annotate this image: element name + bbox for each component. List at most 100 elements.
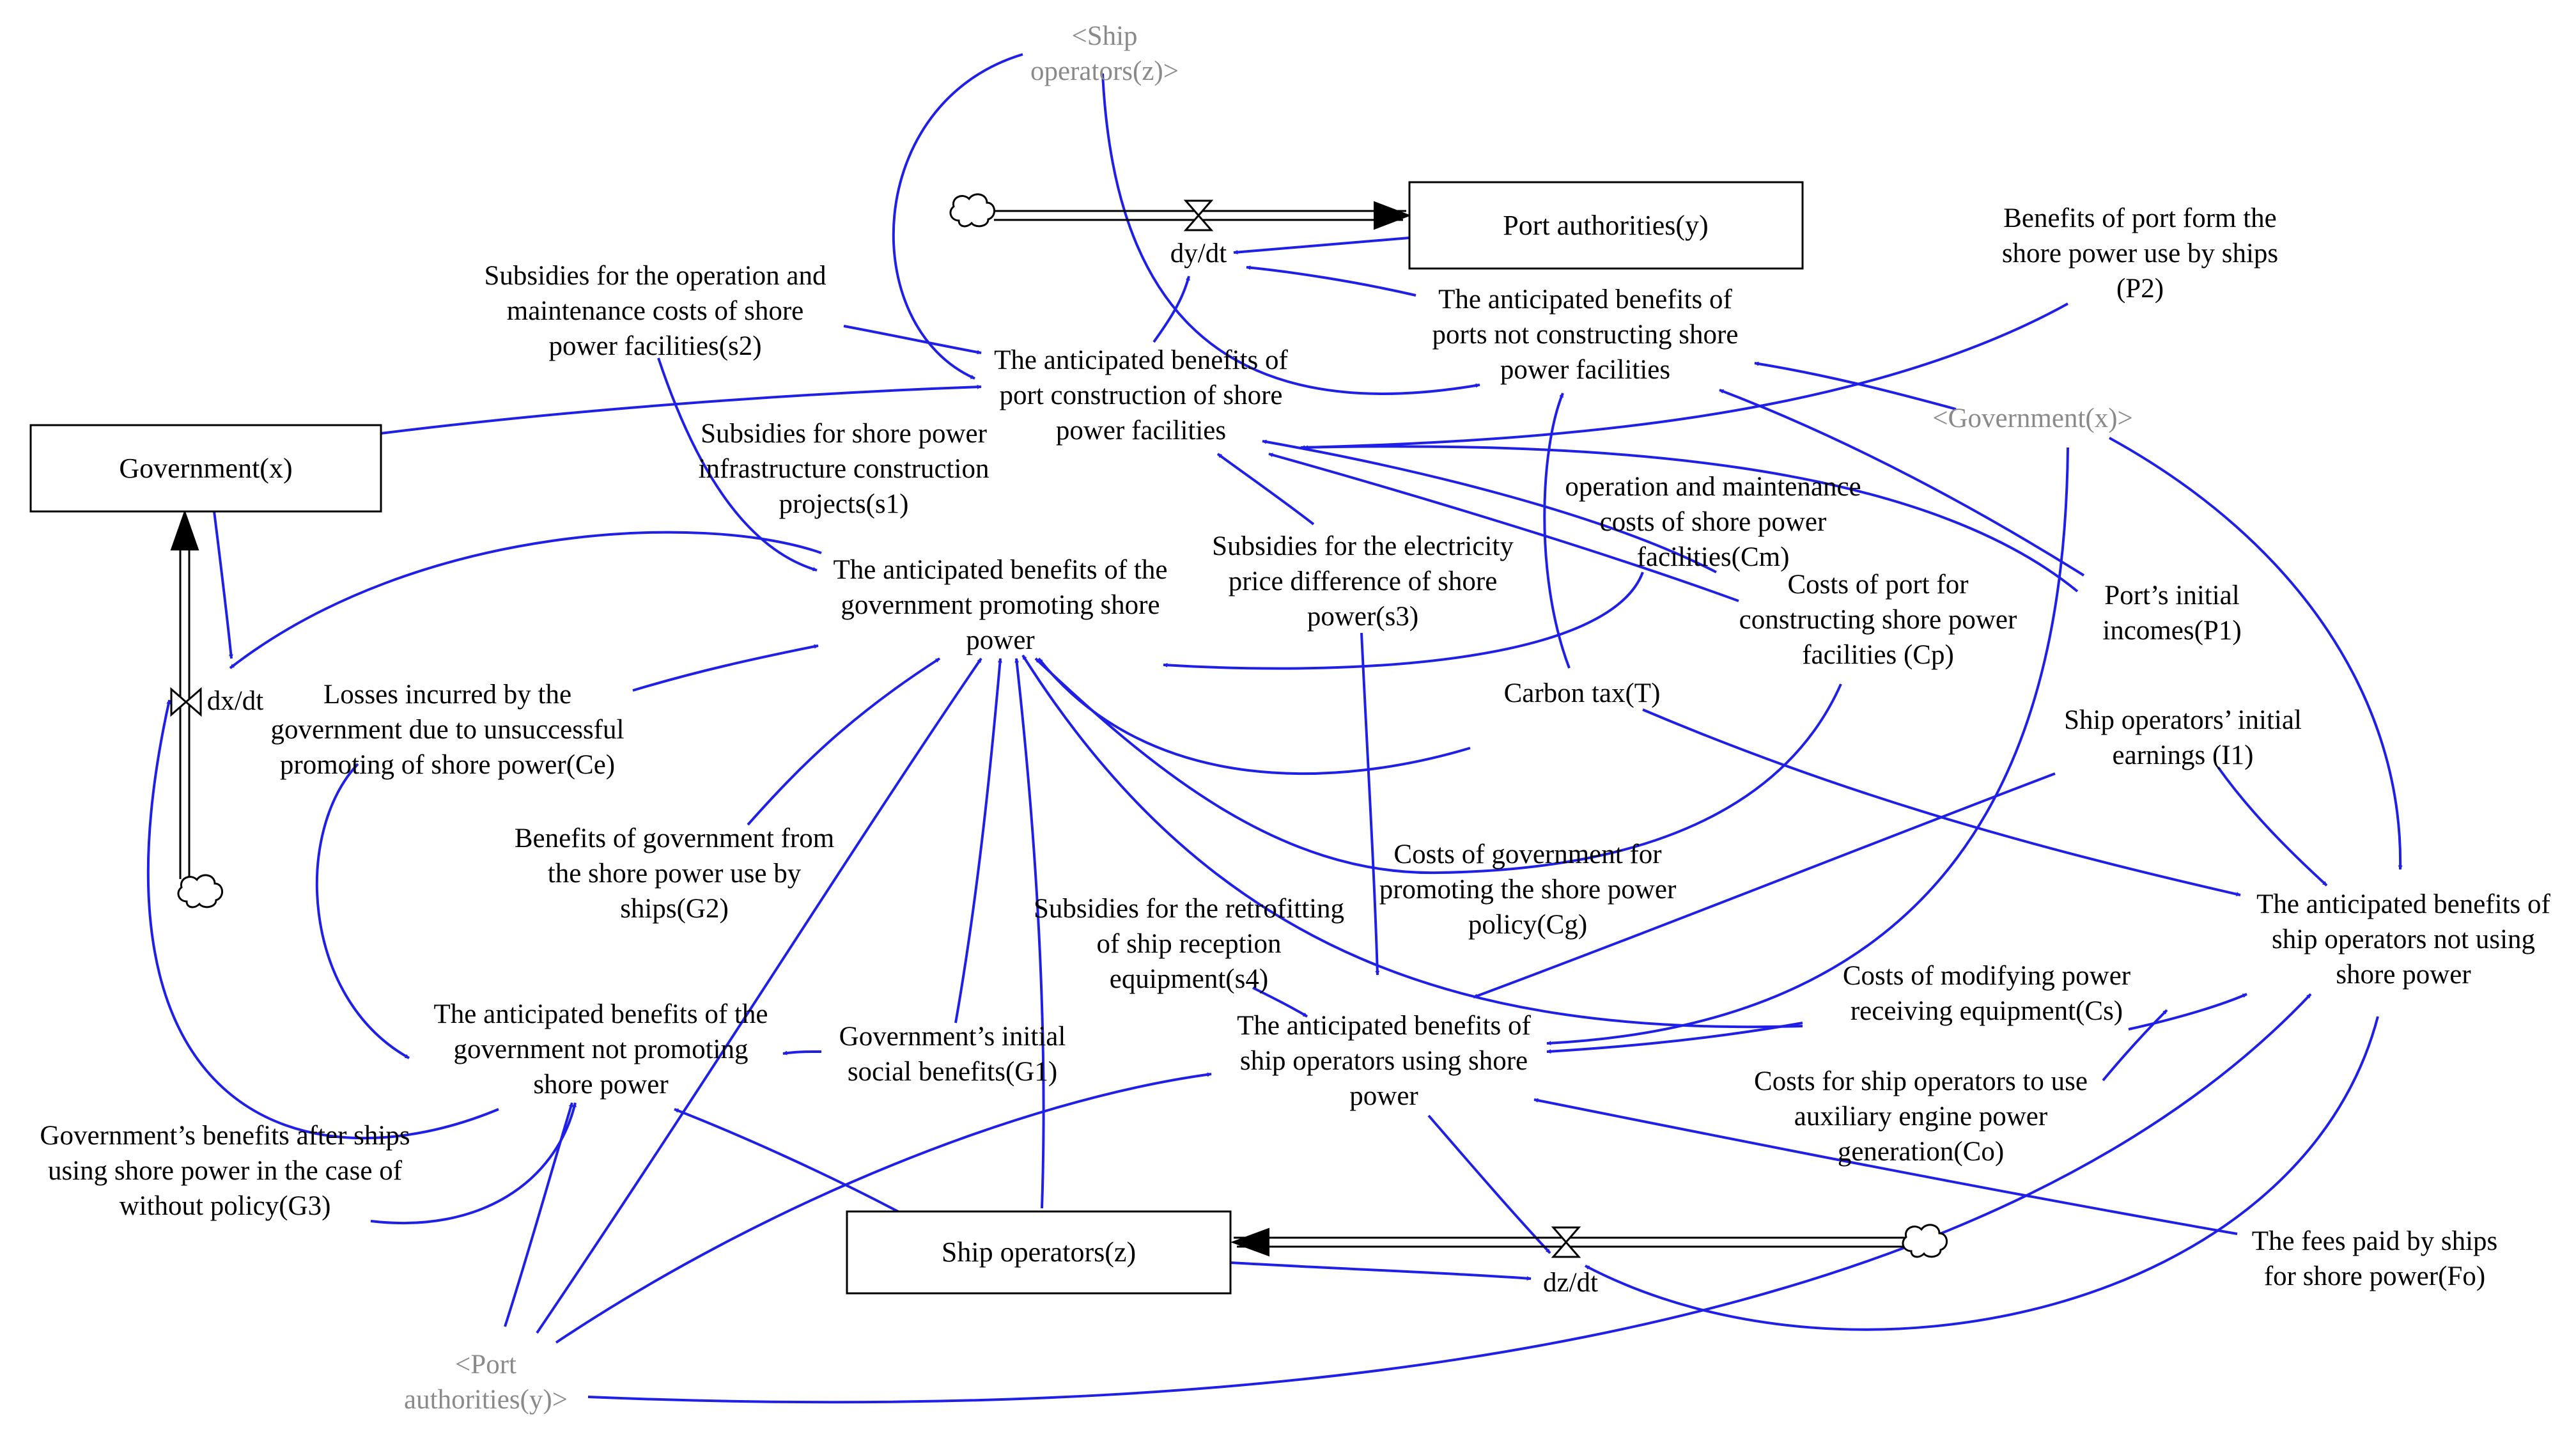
stock-government: Government(x) (29, 424, 382, 513)
var-i1-line-2: earnings (I1) (2113, 740, 2254, 770)
link-portshadow-shipuse (555, 1072, 1212, 1344)
link-gov-portbuild (380, 384, 982, 435)
link-ship-govnot (674, 1108, 899, 1213)
shadow-ship-operators: <Ship operators(z)> (1030, 21, 1179, 86)
shadow-port-authorities: <Port authorities(y)> (404, 1350, 568, 1415)
link-cs-shipuse (1546, 1022, 1803, 1054)
var-co-line-3: generation(Co) (1838, 1137, 2004, 1167)
var-i1: Ship operators’ initial earnings (I1) (2064, 705, 2302, 770)
var-fo-line-1: The fees paid by ships (2252, 1226, 2498, 1256)
flow-dx (170, 509, 223, 908)
var-gov-promote-line-3: power (966, 625, 1034, 655)
link-g1-govnot (782, 1050, 822, 1055)
var-ce-line-1: Losses incurred by the (323, 680, 571, 710)
link-cm-govpromote (1163, 572, 1644, 670)
var-cp-line-1: Costs of port for (1787, 570, 1968, 600)
link-tax-govpromote (1037, 657, 1471, 775)
link-port-dy (1233, 237, 1410, 255)
var-government-not-promoting-benefits: The anticipated benefits of the governme… (434, 999, 768, 1100)
link-shipuse-dz (1427, 1114, 1551, 1254)
shadow-government-line-1: <Government(x)> (1932, 403, 2133, 433)
link-govpromote-dx (229, 531, 822, 669)
var-gov-not-line-3: shore power (533, 1070, 668, 1100)
valve-dx (170, 687, 202, 717)
var-s1-line-3: projects(s1) (779, 489, 909, 519)
link-govnot-dx (146, 699, 499, 1140)
var-s3: Subsidies for the electricity price diff… (1212, 531, 1514, 632)
link-ce-govpromote (632, 644, 819, 692)
var-g2-line-1: Benefits of government from (515, 823, 834, 853)
valve-dy (1183, 199, 1214, 231)
link-tax-shipnot (1642, 708, 2241, 897)
var-port-build-line-2: port construction of shore (999, 380, 1282, 410)
link-i1-shipnot (2217, 766, 2328, 887)
var-tax-line-1: Carbon tax(T) (1504, 678, 1661, 708)
var-ship-using-benefits: The anticipated benefits of ship operato… (1237, 1011, 1531, 1111)
link-cs-govpromote (1021, 654, 1803, 1029)
var-g3: Government’s benefits after ships using … (40, 1121, 410, 1221)
var-cm: operation and maintenance costs of shore… (1565, 472, 1861, 572)
link-i1-shipuse (1473, 772, 2056, 999)
var-port-build-line-1: The anticipated benefits of (994, 345, 1288, 375)
var-cm-line-1: operation and maintenance (1565, 472, 1861, 502)
link-govshadow-shipnot (2109, 437, 2403, 870)
var-s3-line-1: Subsidies for the electricity (1212, 531, 1514, 561)
link-portshadow-shipnot (587, 993, 2312, 1404)
shadow-ship-line-1: <Ship (1071, 21, 1137, 51)
link-p2-portbuild (1303, 302, 2068, 450)
cloud-dx-source (177, 874, 223, 908)
link-ship-dz (1230, 1261, 1532, 1281)
var-g2-line-3: ships(G2) (620, 894, 729, 924)
var-p2-line-1: Benefits of port form the (2003, 203, 2277, 233)
var-g2: Benefits of government from the shore po… (515, 823, 834, 924)
link-p1-portnot (1719, 389, 2085, 577)
var-fo: The fees paid by ships for shore power(F… (2252, 1226, 2498, 1291)
var-s3-line-3: power(s3) (1307, 602, 1418, 632)
flow-dz (1230, 1224, 1948, 1258)
shadow-port-line-2: authorities(y)> (404, 1385, 568, 1415)
var-ce-line-3: promoting of shore power(Ce) (280, 750, 615, 780)
link-cp-govpromote (1034, 657, 1842, 875)
var-government-promoting-benefits: The anticipated benefits of the governme… (834, 555, 1168, 655)
shadow-government: <Government(x)> (1932, 403, 2133, 433)
var-port-build-line-3: power facilities (1056, 416, 1226, 446)
link-portnot-dy (1246, 265, 1416, 297)
var-cm-line-3: facilities(Cm) (1637, 542, 1790, 572)
var-s2-line-2: maintenance costs of shore (507, 296, 803, 326)
flow-label-dy: dy/dt (1170, 238, 1227, 269)
stock-ship-operators: Ship operators(z) (846, 1210, 1232, 1295)
var-gov-not-line-2: government not promoting (454, 1034, 749, 1064)
var-co-line-2: auxiliary engine power (1794, 1102, 2047, 1132)
link-portbuild-dy (1152, 276, 1190, 343)
var-cs-line-2: receiving equipment(Cs) (1851, 996, 2123, 1026)
var-co-line-1: Costs for ship operators to use (1754, 1066, 2088, 1096)
cloud-dy-source (949, 193, 995, 228)
var-g3-line-3: without policy(G3) (120, 1191, 331, 1221)
var-p2-line-2: shore power use by ships (2002, 238, 2278, 269)
link-shipshadow-portnot (1101, 73, 1480, 395)
var-s3-line-2: price difference of shore (1229, 566, 1498, 596)
link-ce-govnot (316, 763, 410, 1059)
var-gov-promote-line-1: The anticipated benefits of the (834, 555, 1168, 585)
var-g1: Government’s initial social benefits(G1) (839, 1022, 1066, 1087)
var-ship-use-line-2: ship operators using shore (1240, 1046, 1528, 1076)
var-cg-line-1: Costs of government for (1393, 839, 1661, 869)
var-ce: Losses incurred by the government due to… (271, 680, 625, 780)
link-gov-dx (213, 511, 233, 659)
var-gov-not-line-1: The anticipated benefits of the (434, 999, 768, 1029)
var-ship-not-line-3: shore power (2336, 960, 2471, 990)
var-cm-line-2: costs of shore power (1600, 507, 1827, 537)
link-fo-shipuse (1533, 1098, 2238, 1235)
var-ship-use-line-1: The anticipated benefits of (1237, 1011, 1531, 1041)
var-s1: Subsidies for shore power infrastructure… (699, 419, 989, 519)
link-tax-portnot (1543, 393, 1571, 669)
link-g3-govnot (370, 1102, 577, 1225)
var-g1-line-1: Government’s initial (839, 1022, 1066, 1052)
var-s1-line-1: Subsidies for shore power (701, 419, 987, 449)
var-ship-not-line-2: ship operators not using (2272, 924, 2535, 954)
link-s2-portbuild (843, 325, 982, 355)
flow-label-dz: dz/dt (1543, 1268, 1598, 1298)
var-ce-line-2: government due to unsuccessful (271, 715, 625, 745)
var-s2-line-1: Subsidies for the operation and (484, 261, 826, 291)
var-cs: Costs of modifying power receiving equip… (1843, 961, 2130, 1026)
